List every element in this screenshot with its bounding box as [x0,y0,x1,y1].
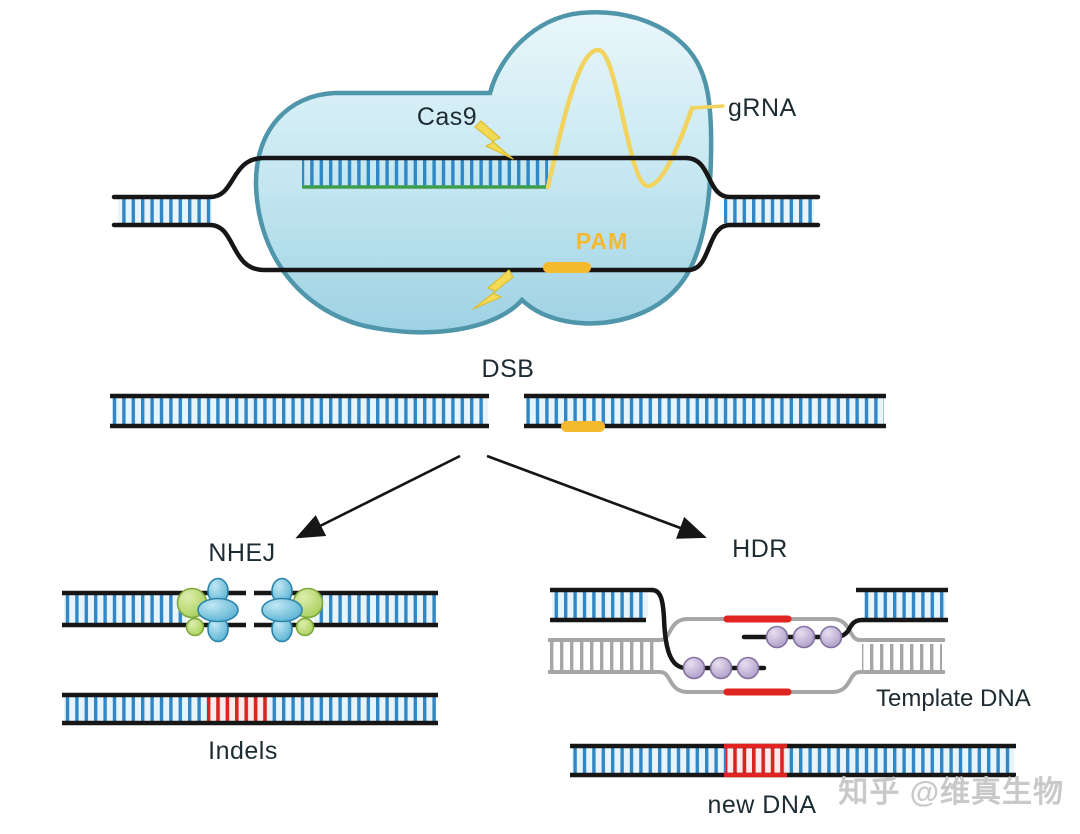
template-dna [548,615,945,696]
new-dna-label: new DNA [707,791,816,819]
arrow-to-nhej [295,454,461,539]
new-dna [570,743,1016,778]
pam-label: PAM [576,228,628,254]
green-subunit-small [185,617,205,637]
indel-region [207,697,268,723]
grna-wave [545,47,695,190]
cas9-complex-section: Cas9 gRNA PAM [111,10,821,335]
polymerase-beads-left [682,656,760,680]
invading-strand-left [649,587,767,671]
arrow-to-hdr [486,454,707,539]
dna-bubble-bottom-strand [111,222,821,273]
cut-site-lightning-icon [472,269,514,310]
pam-site [561,421,605,432]
cas9-label: Cas9 [417,103,477,131]
dna-duplex-left-rungs [118,199,212,223]
dsb-section: DSB [110,355,886,432]
target-strand-rungs [302,160,548,186]
nhej-broken-dna [62,590,438,628]
template-dna-label: Template DNA [876,685,1031,712]
hdr-right-fragment [856,587,948,623]
cut-site-lightning-icon [474,120,514,160]
grna-pointer-line [690,104,725,110]
watermark: 知乎 @维真生物 [838,776,1064,809]
dna-bubble-top-strand [111,155,821,200]
dna-duplex-right-rungs [724,199,814,223]
hdr-left-fragment [550,587,652,623]
pam-site [543,262,591,273]
nhej-repair-complex-right [261,577,324,643]
polymerase-beads-right [765,625,843,649]
hdr-section: HDR [548,535,1031,819]
hdr-label: HDR [732,535,788,563]
nhej-indels-dna [62,692,438,726]
blue-subunit-center [261,597,303,623]
green-subunit-small [295,617,315,637]
dsb-label: DSB [482,355,535,383]
dsb-left-fragment [110,393,489,429]
inserted-region [726,748,786,773]
nhej-section: NHEJ [62,539,438,765]
pathway-arrows [295,454,707,539]
indels-label: Indels [208,737,278,765]
dsb-right-fragment [524,393,886,432]
nhej-label: NHEJ [208,539,275,567]
blue-subunit-center [197,597,239,623]
grna-label: gRNA [728,94,797,122]
nhej-repair-complex-left [176,577,239,643]
